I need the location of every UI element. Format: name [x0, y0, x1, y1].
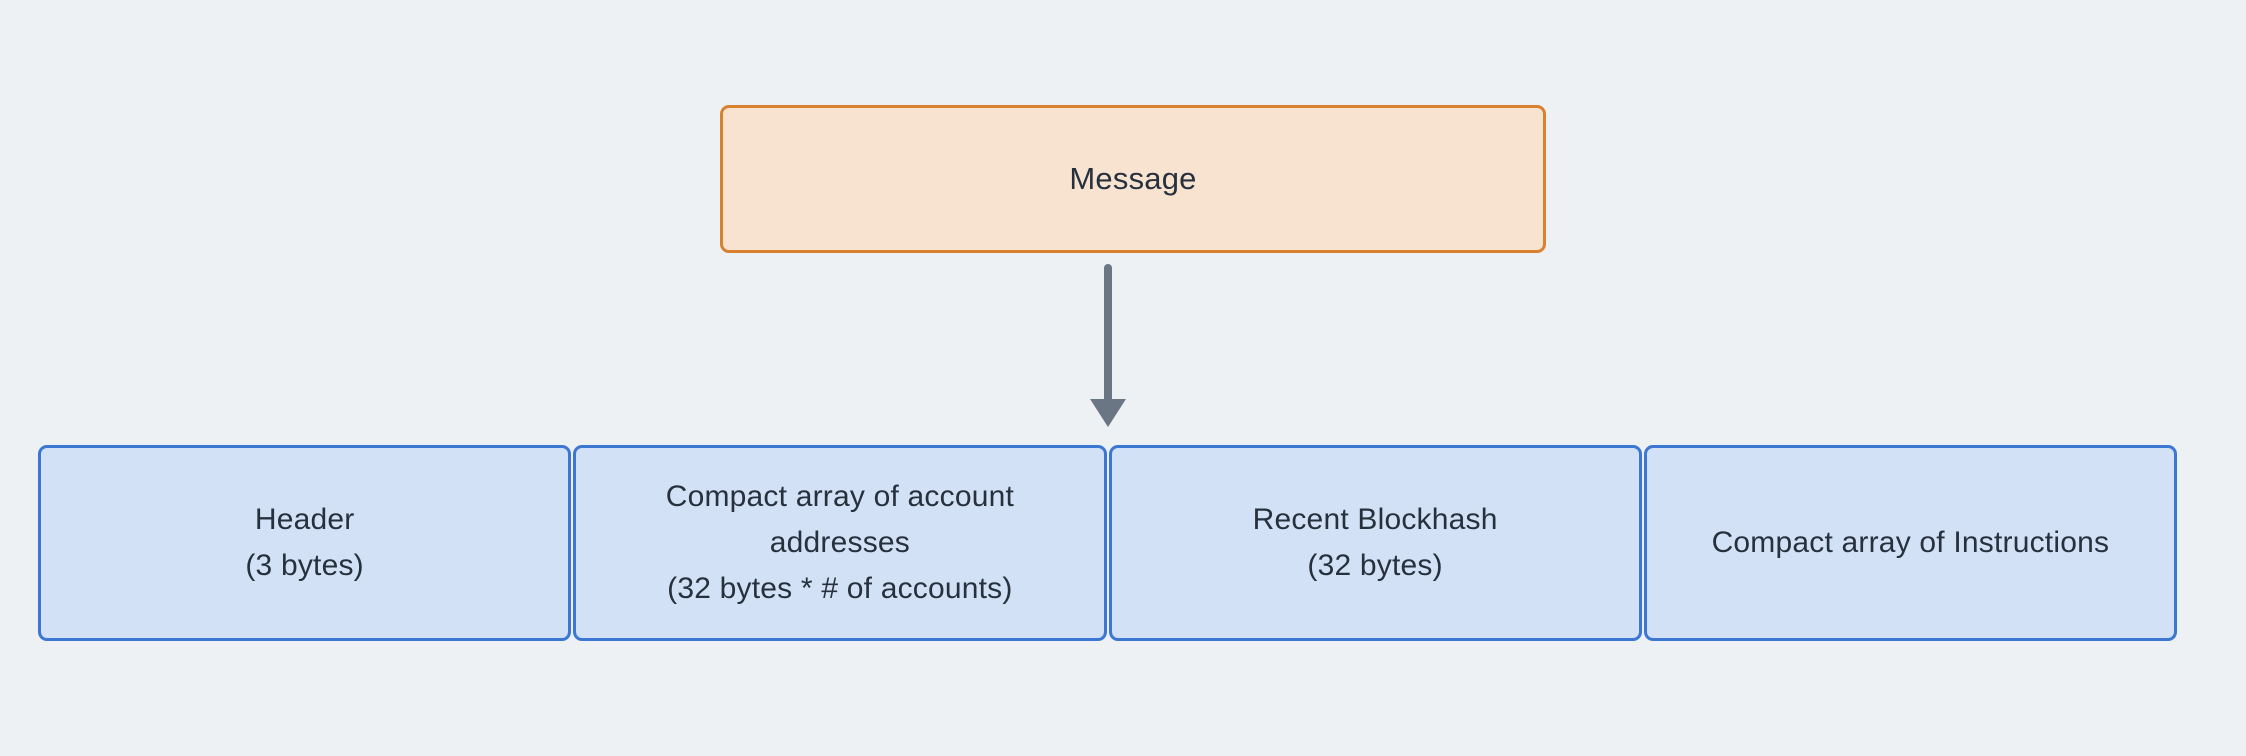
- message-node: Message: [720, 105, 1546, 253]
- segment-line: addresses: [769, 526, 910, 559]
- segment-line: (32 bytes): [1307, 549, 1443, 582]
- segment-line: Compact array of account: [665, 480, 1015, 513]
- segment-line: Compact array of Instructions: [1711, 526, 2110, 559]
- segment-recent-blockhash: Recent Blockhash (32 bytes): [1108, 445, 1642, 641]
- segment-instructions: Compact array of Instructions: [1643, 445, 2177, 641]
- segment-line: Header: [254, 503, 355, 536]
- segment-line: (32 bytes * # of accounts): [667, 572, 1013, 605]
- segment-header: Header (3 bytes): [38, 445, 572, 641]
- segment-account-addresses: Compact array of account addresses (32 b…: [573, 445, 1107, 641]
- down-arrow-icon: [1090, 264, 1126, 427]
- segment-line: Recent Blockhash: [1252, 503, 1498, 536]
- segment-line: (3 bytes): [245, 549, 364, 582]
- message-format-row: Header (3 bytes) Compact array of accoun…: [38, 445, 2177, 641]
- message-node-label: Message: [1069, 161, 1197, 196]
